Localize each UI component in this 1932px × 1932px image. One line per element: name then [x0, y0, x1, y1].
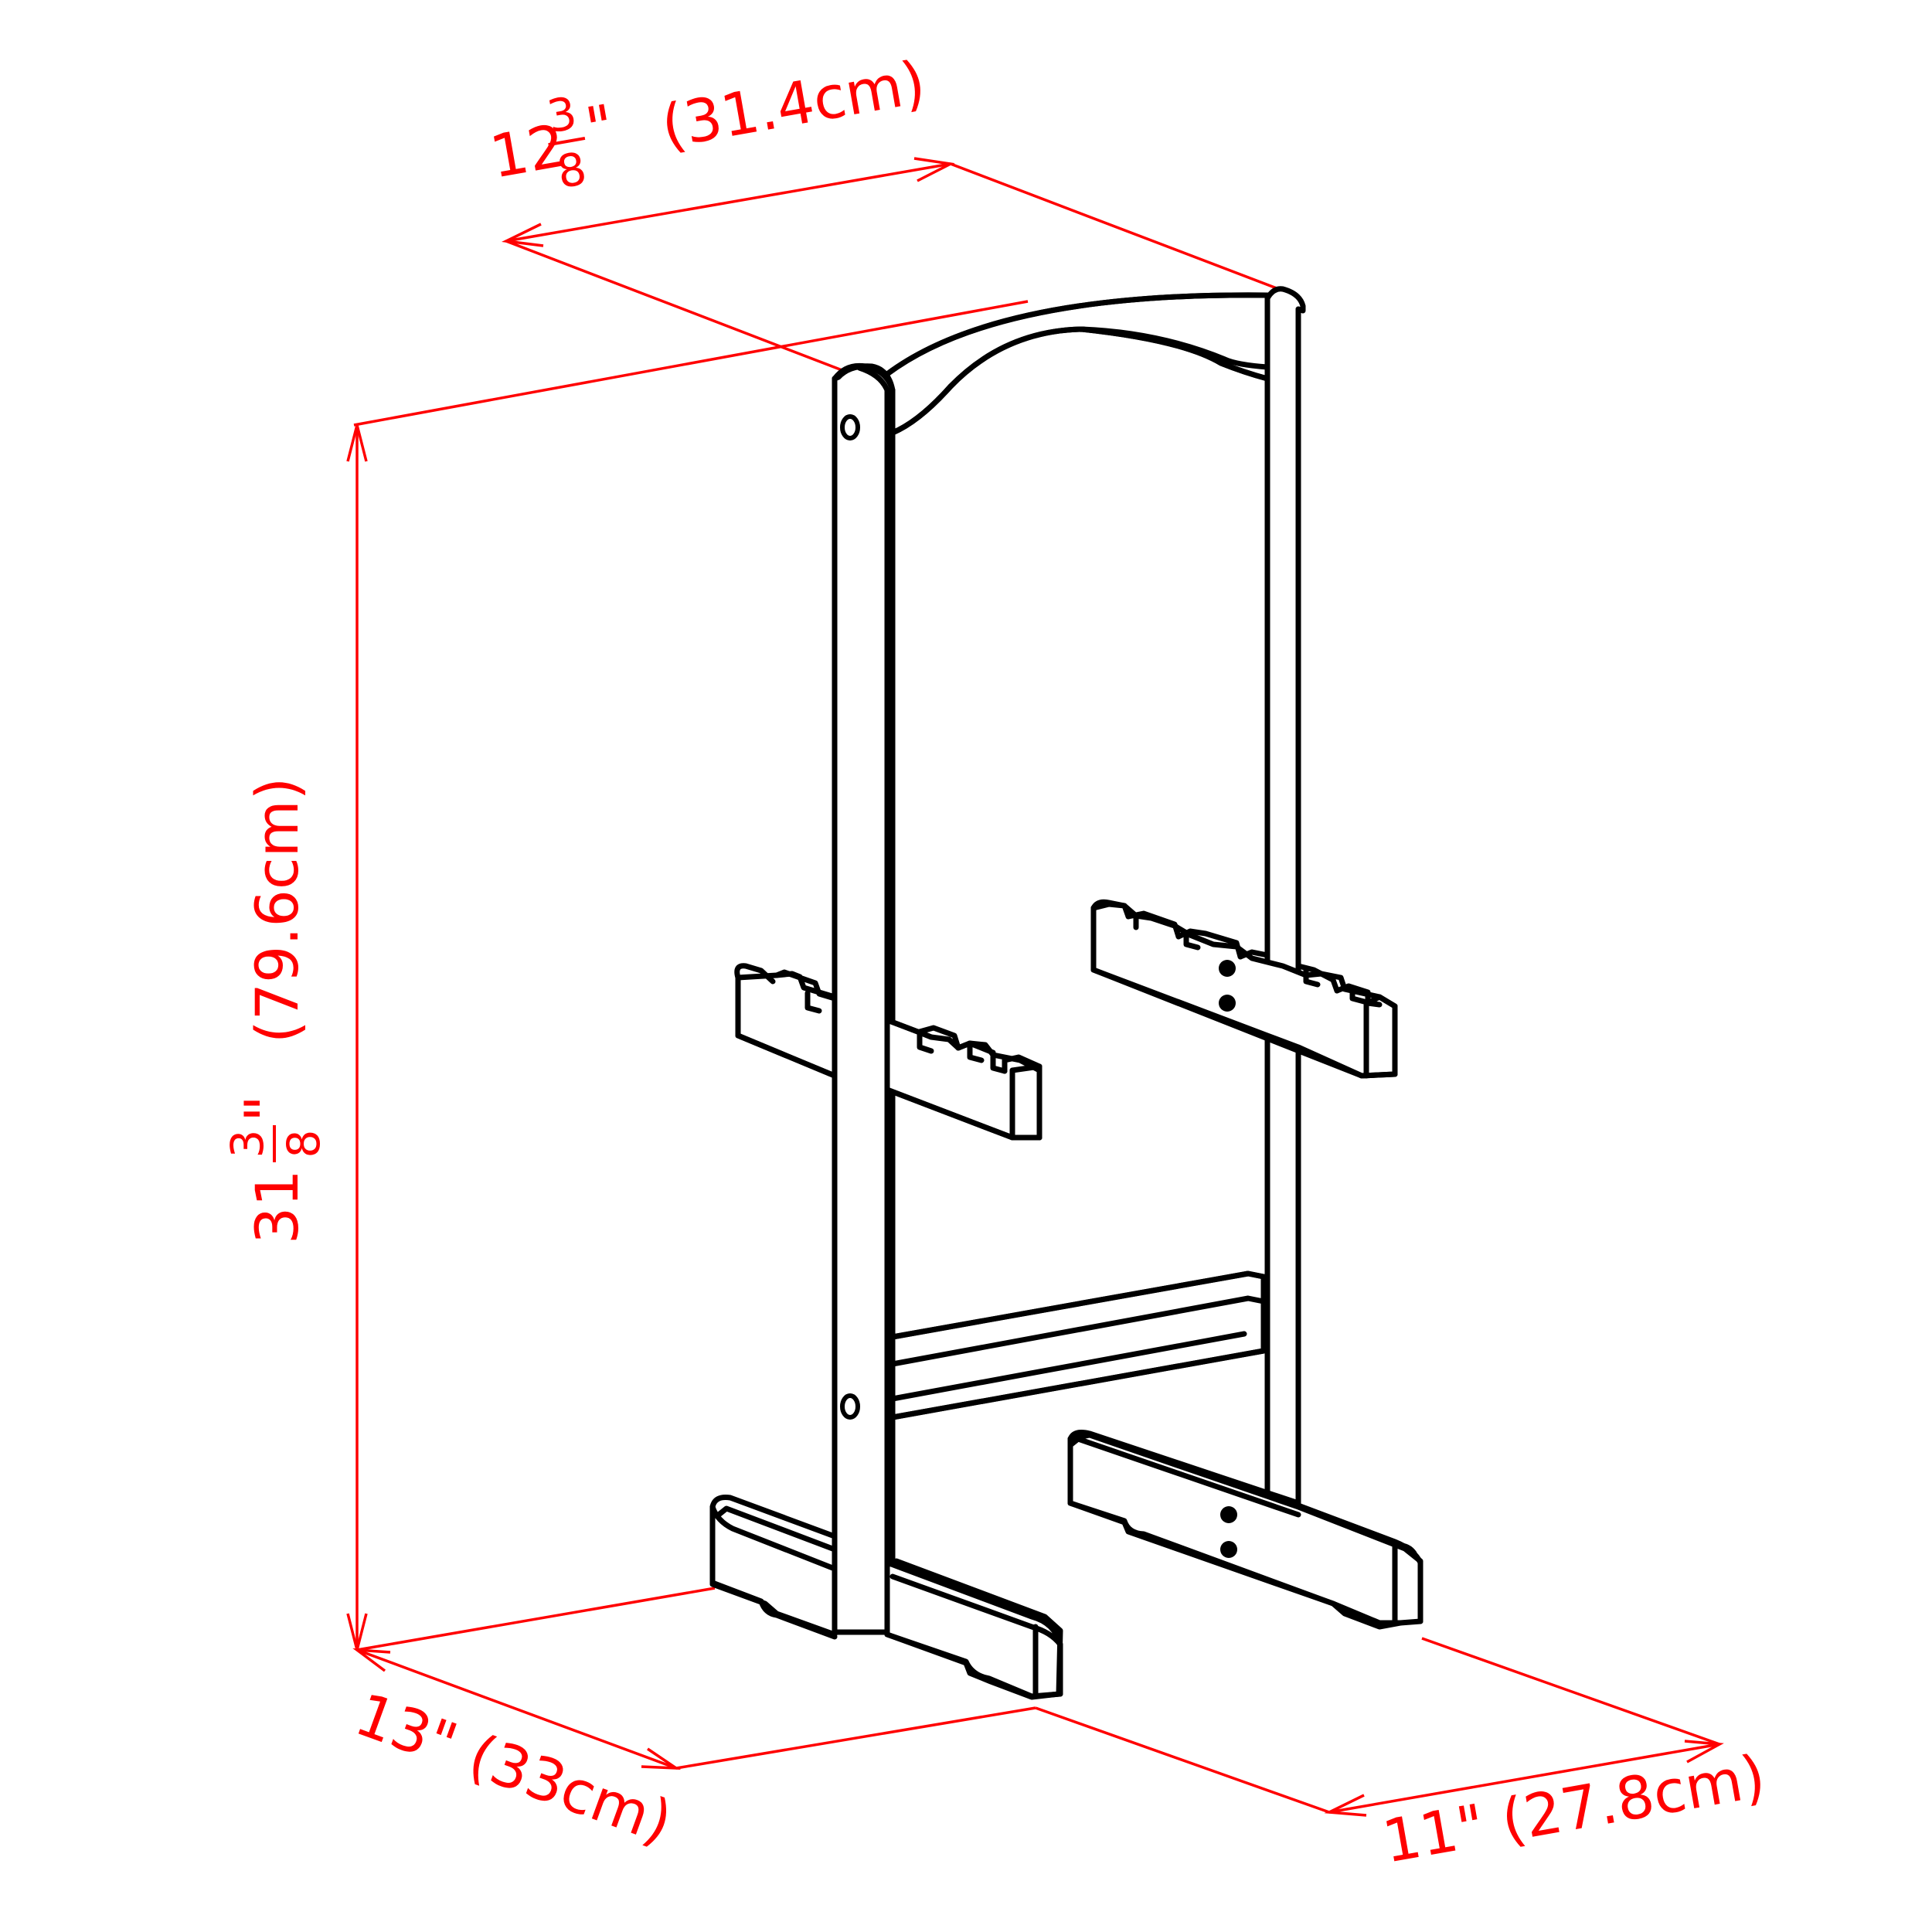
stand-drawing [709, 286, 1423, 1700]
height-frac-num: 3 [221, 1130, 274, 1158]
base-depth-label: 11" (27.8cm) [1378, 1741, 1770, 1876]
height-dimension-label: 31 3 8 " (79.6cm) [221, 777, 330, 1244]
bolt-dot [1219, 960, 1236, 977]
bolt-dot [1219, 995, 1236, 1012]
width-frac-den: 8 [553, 142, 590, 199]
front-left-post [832, 363, 896, 1635]
bolt-hole-top [840, 414, 860, 440]
height-whole: 31 [243, 1169, 311, 1244]
height-inch: " [232, 1095, 301, 1122]
width-dimension-label: 12 3 8 " (31.4cm) [485, 47, 930, 199]
bolt-dot [1220, 1506, 1237, 1523]
width-metric: (31.4cm) [656, 47, 930, 161]
lower-stretcher [889, 1270, 1267, 1420]
dimension-lines [346, 157, 1724, 1817]
base-length-label: 13" (33cm) [347, 1679, 681, 1857]
height-frac-den: 8 [277, 1130, 330, 1158]
bolt-hole-bottom [840, 1393, 860, 1420]
height-metric: (79.6cm) [243, 777, 311, 1043]
rear-right-post [1264, 295, 1301, 1506]
bolt-dot [1220, 1541, 1237, 1558]
width-inch: " [580, 91, 619, 164]
width-whole: 12 [485, 111, 571, 191]
